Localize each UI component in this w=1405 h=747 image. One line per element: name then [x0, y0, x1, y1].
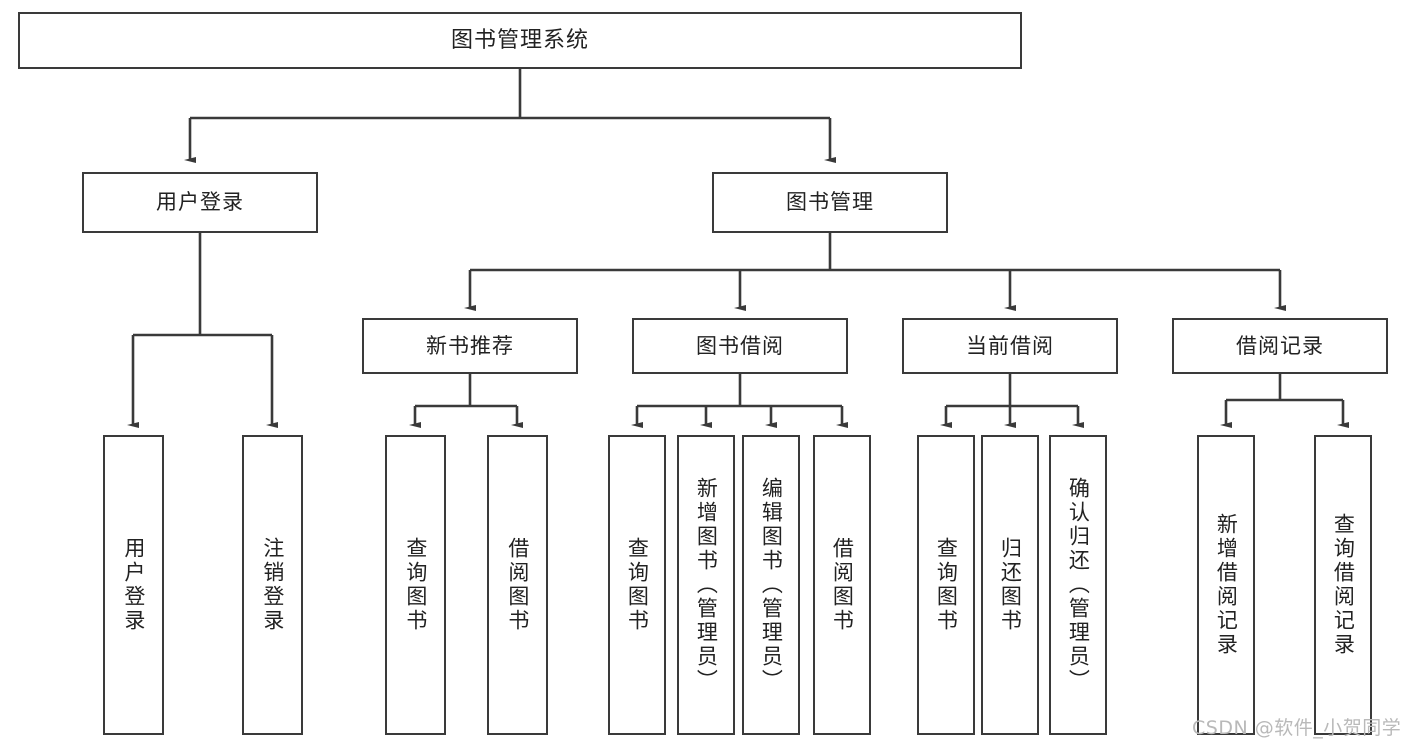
node-book-borrowing[interactable]: 图书借阅 — [632, 318, 848, 374]
leaf-borrowing-add-book-admin[interactable]: 新增图书（管理员） — [677, 435, 735, 735]
node-label: 编辑图书（管理员） — [759, 477, 784, 693]
node-label: 新增图书（管理员） — [694, 477, 719, 693]
node-label: 用户登录 — [156, 190, 244, 215]
leaf-current-return-books[interactable]: 归还图书 — [981, 435, 1039, 735]
leaf-borrowing-query-books[interactable]: 查询图书 — [608, 435, 666, 735]
leaf-user-login-logout[interactable]: 注销登录 — [242, 435, 303, 735]
node-current-borrowing[interactable]: 当前借阅 — [902, 318, 1118, 374]
leaf-records-query-record[interactable]: 查询借阅记录 — [1314, 435, 1372, 735]
leaf-user-login-login[interactable]: 用户登录 — [103, 435, 164, 735]
node-user-login[interactable]: 用户登录 — [82, 172, 318, 233]
leaf-new-book-query-books[interactable]: 查询图书 — [385, 435, 446, 735]
node-new-book-recommendation[interactable]: 新书推荐 — [362, 318, 578, 374]
node-label: 新书推荐 — [426, 333, 514, 358]
leaf-borrowing-edit-book-admin[interactable]: 编辑图书（管理员） — [742, 435, 800, 735]
node-label: 借阅记录 — [1236, 333, 1324, 358]
node-label: 归还图书 — [998, 537, 1023, 633]
node-label: 新增借阅记录 — [1214, 513, 1239, 657]
node-borrowing-records[interactable]: 借阅记录 — [1172, 318, 1388, 374]
node-root-book-management-system[interactable]: 图书管理系统 — [18, 12, 1022, 69]
node-label: 注销登录 — [260, 537, 285, 633]
node-book-management[interactable]: 图书管理 — [712, 172, 948, 233]
node-label: 借阅图书 — [505, 537, 530, 633]
node-label: 图书管理系统 — [450, 27, 589, 53]
node-label: 查询借阅记录 — [1331, 513, 1356, 657]
leaf-new-book-borrow-books[interactable]: 借阅图书 — [487, 435, 548, 735]
node-label: 借阅图书 — [830, 537, 855, 633]
node-label: 用户登录 — [121, 537, 146, 633]
leaf-current-query-books[interactable]: 查询图书 — [917, 435, 975, 735]
leaf-current-confirm-return-admin[interactable]: 确认归还（管理员） — [1049, 435, 1107, 735]
node-label: 查询图书 — [403, 537, 428, 633]
leaf-records-add-record[interactable]: 新增借阅记录 — [1197, 435, 1255, 735]
node-label: 确认归还（管理员） — [1066, 477, 1091, 693]
leaf-borrowing-borrow-books[interactable]: 借阅图书 — [813, 435, 871, 735]
node-label: 查询图书 — [934, 537, 959, 633]
node-label: 查询图书 — [625, 537, 650, 633]
node-label: 当前借阅 — [966, 333, 1054, 358]
node-label: 图书管理 — [786, 190, 874, 215]
node-label: 图书借阅 — [696, 333, 784, 358]
